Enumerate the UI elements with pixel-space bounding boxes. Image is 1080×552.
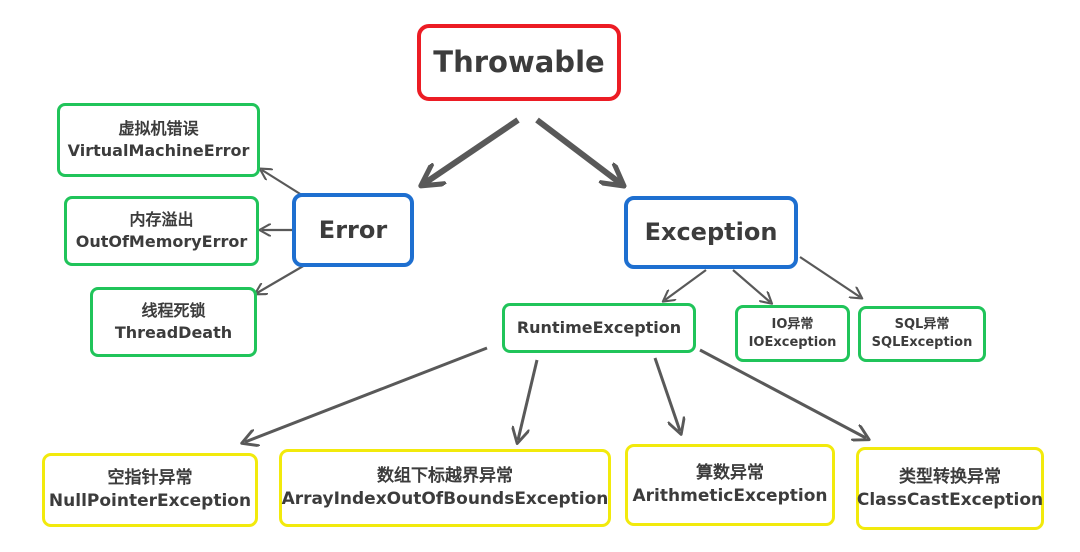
class-cast-en: ClassCastException	[856, 489, 1044, 510]
vm-error-zh: 虚拟机错误	[118, 119, 199, 139]
throwable-node: Throwable	[417, 24, 621, 101]
oom-error-en: OutOfMemoryError	[75, 232, 248, 251]
thread-death-zh: 线程死锁	[141, 301, 206, 321]
class-cast-zh: 类型转换异常	[899, 466, 1001, 487]
arithmetic-en: ArithmeticException	[632, 486, 828, 506]
class-cast-node: 类型转换异常 ClassCastException	[856, 447, 1044, 530]
arrow-throwable-to-exception	[535, 117, 620, 183]
array-index-en: ArrayIndexOutOfBoundsException	[281, 489, 609, 509]
sql-exception-en: SQLException	[871, 335, 973, 350]
runtime-exception-node: RuntimeException	[502, 303, 696, 353]
sql-exception-zh: SQL异常	[894, 317, 950, 333]
io-exception-en: IOException	[748, 334, 837, 350]
oom-error-zh: 内存溢出	[129, 210, 194, 230]
npe-node: 空指针异常 NullPointerException	[42, 453, 258, 527]
npe-en: NullPointerException	[48, 491, 252, 511]
io-exception-node: IO异常 IOException	[735, 305, 850, 362]
arrow-runtime-to-arithmetic	[653, 357, 680, 431]
npe-zh: 空指针异常	[107, 468, 193, 489]
arrow-exception-to-runtime	[665, 269, 707, 300]
runtime-exception-label: RuntimeException	[516, 318, 682, 338]
throwable-label: Throwable	[433, 44, 605, 79]
exception-label: Exception	[644, 218, 778, 247]
thread-death-en: ThreadDeath	[114, 323, 233, 342]
arrow-exception-to-sql	[799, 256, 860, 297]
arrow-exception-to-io	[732, 269, 770, 302]
io-exception-zh: IO异常	[771, 316, 814, 332]
arrow-runtime-to-aioobe	[518, 359, 539, 440]
array-index-node: 数组下标越界异常 ArrayIndexOutOfBoundsException	[279, 449, 611, 527]
vm-error-node: 虚拟机错误 VirtualMachineError	[57, 103, 260, 177]
sql-exception-node: SQL异常 SQLException	[858, 306, 986, 362]
oom-error-node: 内存溢出 OutOfMemoryError	[64, 196, 259, 266]
arrow-error-to-vm-error	[262, 170, 306, 198]
exception-node: Exception	[624, 196, 798, 269]
thread-death-node: 线程死锁 ThreadDeath	[90, 287, 257, 357]
arithmetic-node: 算数异常 ArithmeticException	[625, 444, 835, 526]
arithmetic-zh: 算数异常	[696, 463, 764, 484]
vm-error-en: VirtualMachineError	[67, 141, 250, 160]
array-index-zh: 数组下标越界异常	[377, 466, 513, 487]
arrow-runtime-to-npe	[245, 346, 488, 442]
arrow-runtime-to-classcast	[699, 348, 866, 438]
error-label: Error	[318, 215, 388, 244]
arrow-error-to-thread-death	[257, 264, 306, 293]
arrow-throwable-to-error	[425, 117, 520, 183]
error-node: Error	[292, 193, 414, 267]
